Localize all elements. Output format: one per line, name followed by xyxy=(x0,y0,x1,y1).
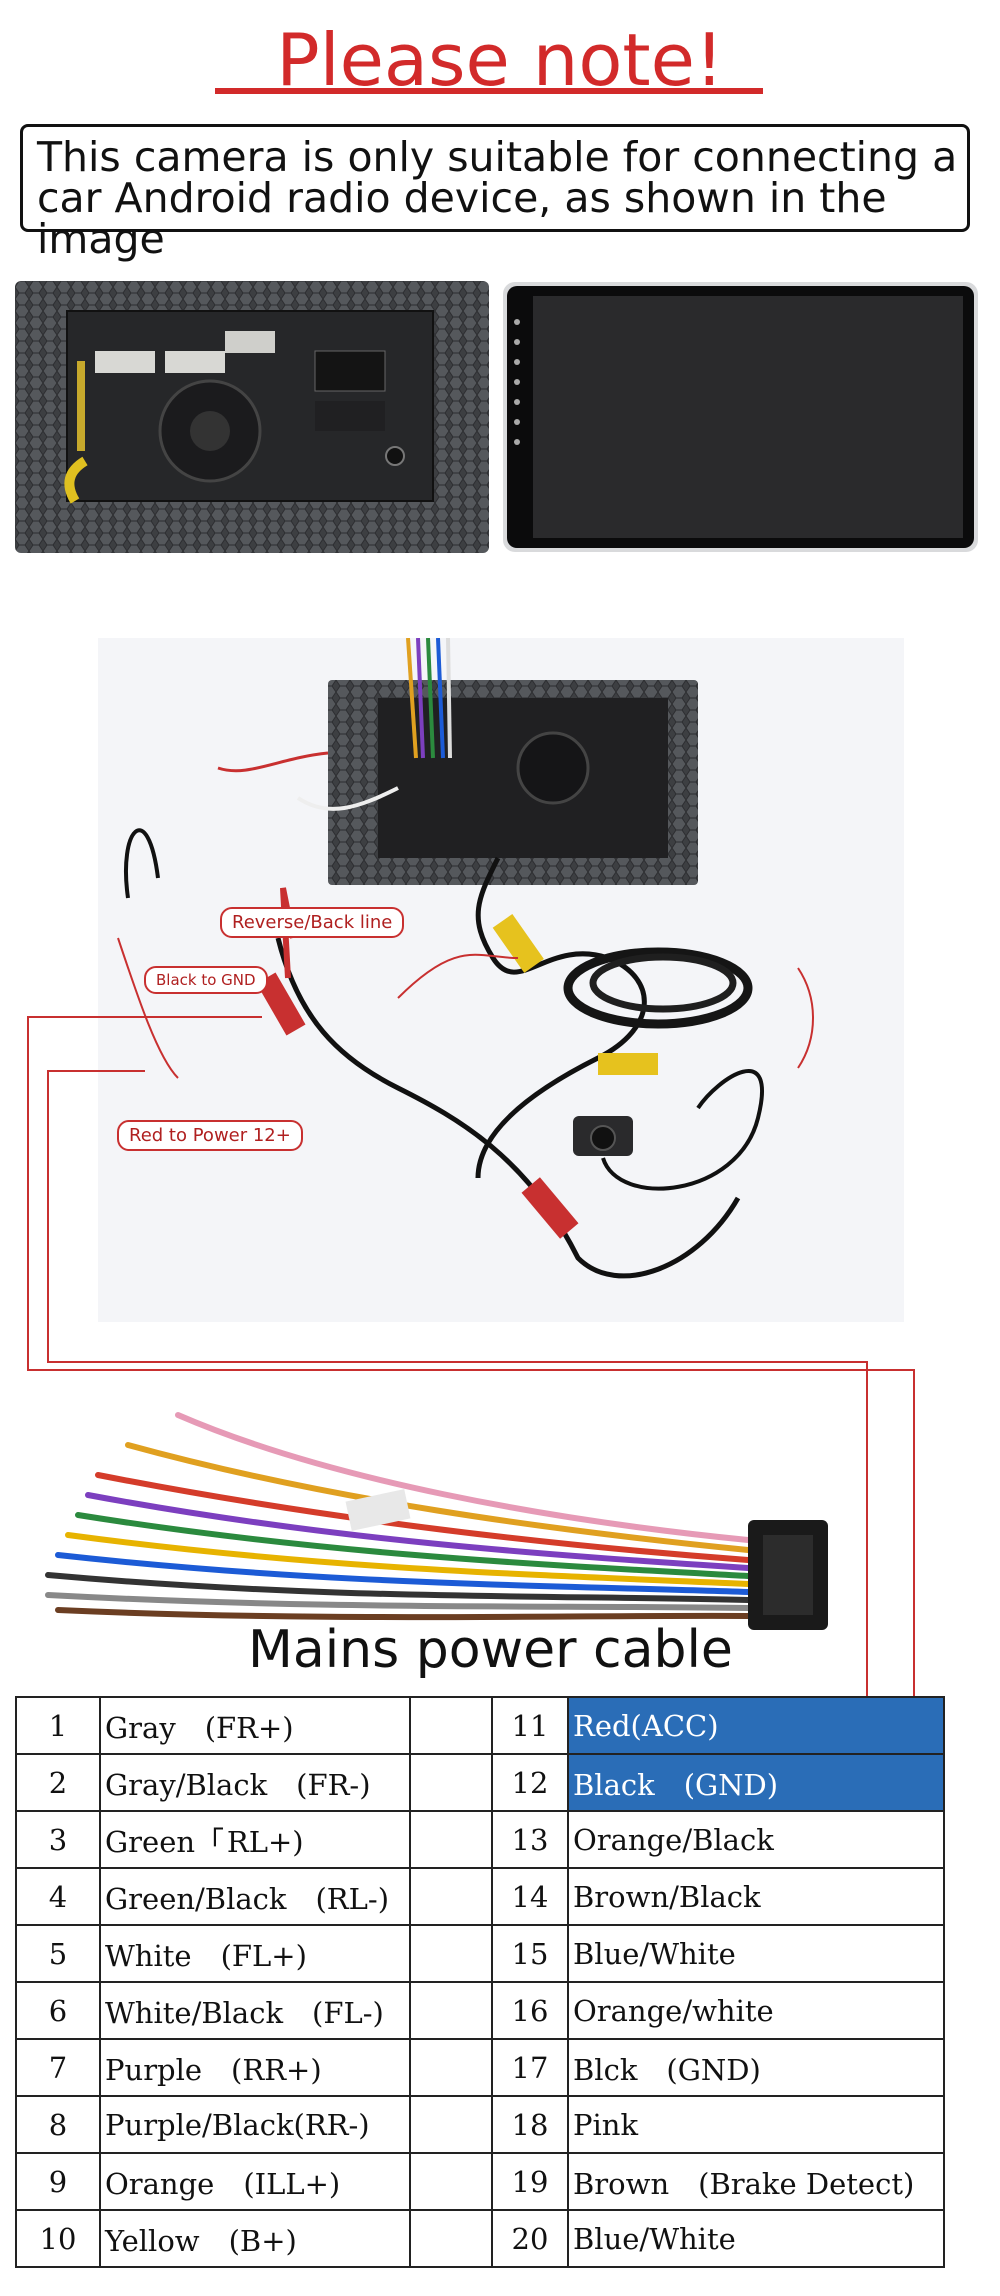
pin-number: 19 xyxy=(491,2152,569,2211)
pin-label: White (FL+) xyxy=(99,1924,411,1983)
table-row: 3 Green「 RL+) 13 Orange/Black xyxy=(15,1810,945,1869)
pin-label: Brown (Brake Detect) xyxy=(567,2152,945,2211)
pin-label: Gray (FR+) xyxy=(99,1696,411,1755)
notice-line-1: This camera is only suitable for connect… xyxy=(37,133,958,181)
blank-cell xyxy=(409,2095,493,2154)
title-underline xyxy=(215,88,763,94)
blank-cell xyxy=(409,1867,493,1926)
pin-label: Green/Black (RL-) xyxy=(99,1867,411,1926)
blank-cell xyxy=(409,2152,493,2211)
harness-caption: Mains power cable xyxy=(248,1620,733,1680)
pin-label-highlighted: Black (GND) xyxy=(567,1753,945,1812)
pin-label-highlighted: Red(ACC) xyxy=(567,1696,945,1755)
pin-label: Blue/White xyxy=(567,1924,945,1983)
table-row: 9 Orange (ILL+) 19 Brown (Brake Detect) xyxy=(15,2152,945,2211)
pin-label: Brown/Black xyxy=(567,1867,945,1926)
blank-cell xyxy=(409,2209,493,2268)
pin-label: Green「 RL+) xyxy=(99,1810,411,1869)
gnd-label: Black to GND xyxy=(144,966,268,994)
pin-label: Orange/white xyxy=(567,1981,945,2040)
pin-label: White/Black (FL-) xyxy=(99,1981,411,2040)
pin-label: Orange (ILL+) xyxy=(99,2152,411,2211)
table-row: 10 Yellow (B+) 20 Blue/White xyxy=(15,2209,945,2268)
pin-label: Gray/Black (FR-) xyxy=(99,1753,411,1812)
power-label: Red to Power 12+ xyxy=(117,1120,303,1151)
blank-cell xyxy=(409,2038,493,2097)
pin-number: 2 xyxy=(15,1753,101,1812)
blank-cell xyxy=(409,1924,493,1983)
pin-number: 13 xyxy=(491,1810,569,1869)
harness-image xyxy=(45,1412,828,1630)
notice-line-2: car Android radio device, as shown in th… xyxy=(37,174,887,263)
pin-number: 4 xyxy=(15,1867,101,1926)
table-row: 2 Gray/Black (FR-) 12 Black (GND) xyxy=(15,1753,945,1812)
pin-number: 18 xyxy=(491,2095,569,2154)
pin-number: 17 xyxy=(491,2038,569,2097)
radio-back-image xyxy=(15,281,489,553)
blank-cell xyxy=(409,1696,493,1755)
pin-number: 6 xyxy=(15,1981,101,2040)
table-row: 4 Green/Black (RL-) 14 Brown/Black xyxy=(15,1867,945,1926)
table-row: 8 Purple/Black(RR-) 18 Pink xyxy=(15,2095,945,2154)
radio-screen-image xyxy=(503,282,978,552)
pin-label: Blck (GND) xyxy=(567,2038,945,2097)
pin-label: Purple (RR+) xyxy=(99,2038,411,2097)
blank-cell xyxy=(409,1753,493,1812)
pin-number: 5 xyxy=(15,1924,101,1983)
pin-number: 9 xyxy=(15,2152,101,2211)
blank-cell xyxy=(409,1981,493,2040)
pin-number: 14 xyxy=(491,1867,569,1926)
pin-number: 16 xyxy=(491,1981,569,2040)
pin-label: Blue/White xyxy=(567,2209,945,2268)
pin-number: 7 xyxy=(15,2038,101,2097)
pin-label: Pink xyxy=(567,2095,945,2154)
pin-number: 1 xyxy=(15,1696,101,1755)
pin-label: Yellow (B+) xyxy=(99,2209,411,2268)
pin-label: Purple/Black(RR-) xyxy=(99,2095,411,2154)
pin-label: Orange/Black xyxy=(567,1810,945,1869)
pin-number: 10 xyxy=(15,2209,101,2268)
notice-box: This camera is only suitable for connect… xyxy=(20,124,970,260)
pin-number: 15 xyxy=(491,1924,569,1983)
table-row: 1 Gray (FR+) 11 Red(ACC) xyxy=(15,1696,945,1755)
pin-number: 3 xyxy=(15,1810,101,1869)
table-row: 6 White/Black (FL-) 16 Orange/white xyxy=(15,1981,945,2040)
pin-table: 1 Gray (FR+) 11 Red(ACC) 2 Gray/Black (F… xyxy=(15,1696,945,2268)
pin-number: 8 xyxy=(15,2095,101,2154)
table-row: 7 Purple (RR+) 17 Blck (GND) xyxy=(15,2038,945,2097)
pin-number: 20 xyxy=(491,2209,569,2268)
reverse-line-label: Reverse/Back line xyxy=(220,907,405,938)
pin-number: 12 xyxy=(491,1753,569,1812)
pin-number: 11 xyxy=(491,1696,569,1755)
table-row: 5 White (FL+) 15 Blue/White xyxy=(15,1924,945,1983)
blank-cell xyxy=(409,1810,493,1869)
